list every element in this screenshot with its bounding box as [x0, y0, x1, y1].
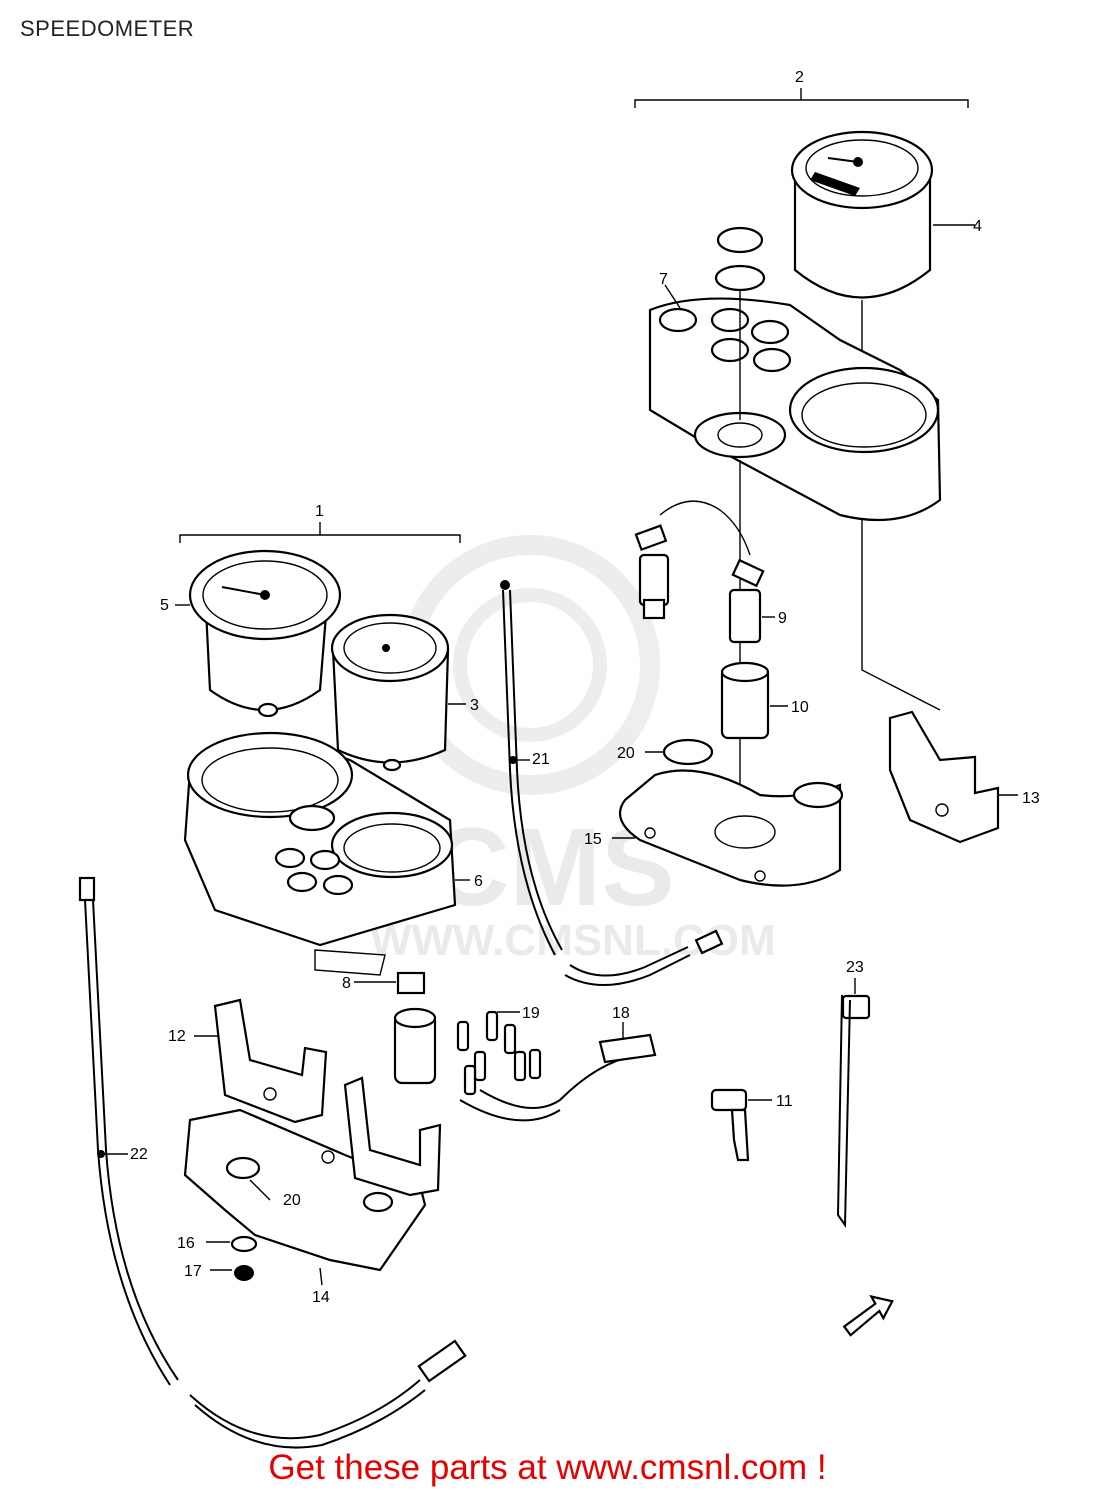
- part-11-key[interactable]: [710, 1088, 772, 1162]
- part-4-speedometer-gauge[interactable]: [790, 130, 975, 530]
- callout-10: 10: [791, 699, 809, 716]
- callout-3: 3: [470, 697, 479, 714]
- part-14-lower-plate[interactable]: [183, 1076, 442, 1286]
- ring-seal-parts[interactable]: [714, 226, 766, 850]
- callout-20-upper: 20: [617, 745, 635, 762]
- callout-8: 8: [342, 975, 351, 992]
- callout-16: 16: [177, 1235, 195, 1252]
- callout-6: 6: [474, 873, 483, 890]
- callout-14: 14: [312, 1289, 330, 1306]
- callout-19: 19: [522, 1005, 540, 1022]
- callout-22: 22: [130, 1146, 148, 1163]
- callout-20-lower: 20: [283, 1192, 301, 1209]
- part-5-tachometer-gauge[interactable]: [175, 549, 342, 718]
- part-19-connectors[interactable]: [456, 1010, 542, 1096]
- callout-17: 17: [184, 1263, 202, 1280]
- callout-12: 12: [168, 1028, 186, 1045]
- forward-direction-arrow-icon: [842, 1294, 894, 1337]
- part-3-small-gauge[interactable]: [330, 613, 466, 772]
- callout-11: 11: [776, 1093, 793, 1110]
- part-10-indicator-lamp[interactable]: [720, 661, 788, 740]
- callout-15: 15: [584, 831, 602, 848]
- footer-parts-link[interactable]: Get these parts at www.cmsnl.com !: [268, 1448, 827, 1487]
- page-title: SPEEDOMETER: [20, 16, 195, 41]
- callout-13: 13: [1022, 790, 1040, 807]
- assembly-2-bracket: [634, 88, 969, 108]
- part-8-ignition-switch[interactable]: [354, 971, 437, 1085]
- part-17-nut[interactable]: [210, 1265, 254, 1281]
- part-7-meter-housing[interactable]: [648, 284, 942, 522]
- part-16-washer[interactable]: [206, 1235, 258, 1253]
- part-23-cable-tie[interactable]: [836, 978, 871, 1229]
- callout-23: 23: [846, 959, 864, 976]
- part-13-bracket[interactable]: [861, 530, 1018, 844]
- assembly-1-bracket: [179, 522, 461, 543]
- part-15-mounting-plate[interactable]: [612, 738, 844, 887]
- callout-9: 9: [778, 610, 787, 627]
- part-21-cable[interactable]: [500, 580, 724, 986]
- callout-21: 21: [532, 751, 550, 768]
- part-6-meter-case[interactable]: [183, 731, 470, 976]
- callout-labels: 2 4 7 9 10 20 13 15 1 5 3 21 6 8 23 12 1…: [130, 69, 1040, 1306]
- callout-7: 7: [659, 271, 668, 288]
- part-18-wire-harness[interactable]: [459, 1022, 657, 1122]
- part-9-bulb-socket[interactable]: [634, 500, 775, 644]
- callout-4: 4: [973, 218, 982, 235]
- part-12-bracket[interactable]: [194, 998, 328, 1124]
- callout-5: 5: [160, 597, 169, 614]
- part-22-speedometer-cable[interactable]: [78, 876, 467, 1449]
- callout-2: 2: [795, 69, 804, 86]
- callout-1: 1: [315, 503, 324, 520]
- callout-18: 18: [612, 1005, 630, 1022]
